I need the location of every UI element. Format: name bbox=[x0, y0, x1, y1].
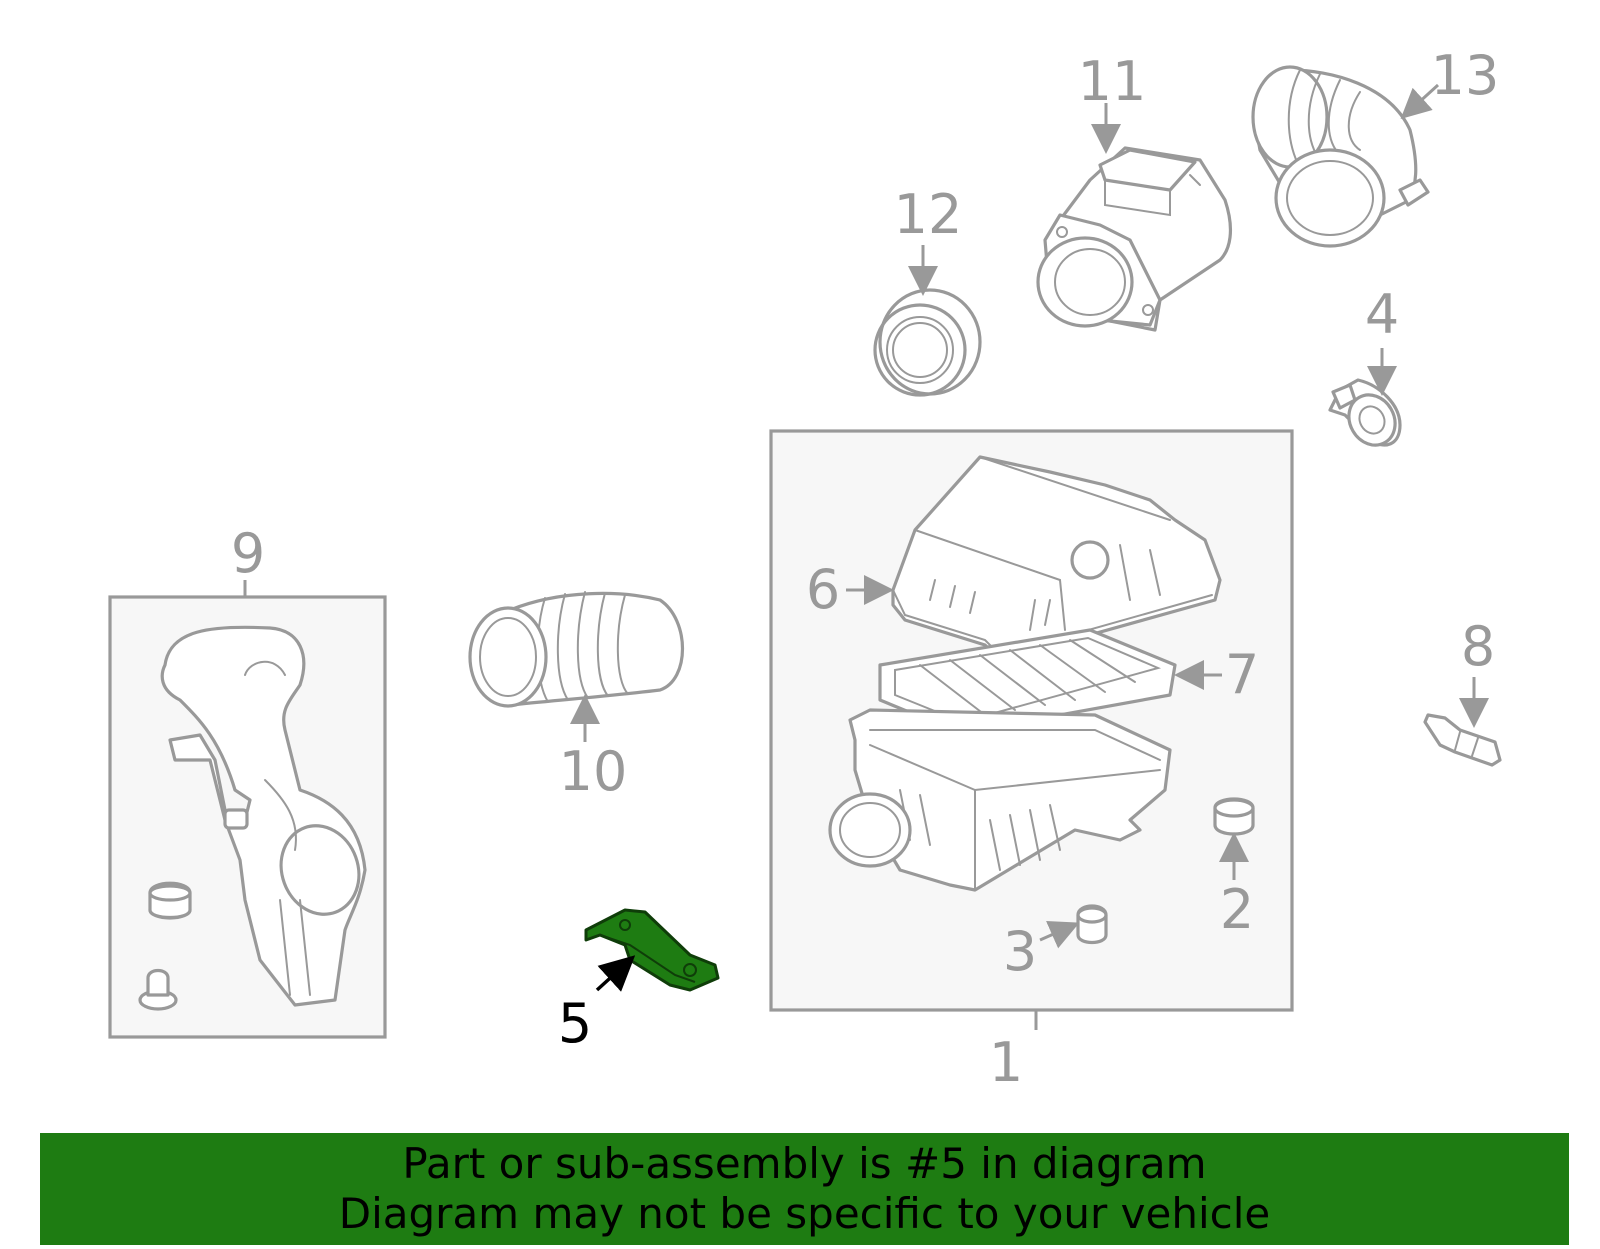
intake-duct-illustration bbox=[160, 625, 367, 1007]
footer-banner: Part or sub-assembly is #5 in diagram Di… bbox=[40, 1133, 1569, 1245]
part-10-hose[interactable] bbox=[468, 591, 685, 708]
clip-illustration bbox=[148, 881, 192, 920]
callout-3: 3 bbox=[1003, 920, 1037, 983]
callout-5: 5 bbox=[558, 992, 592, 1055]
footer-line-2: Diagram may not be specific to your vehi… bbox=[338, 1189, 1271, 1238]
callout-4: 4 bbox=[1365, 283, 1399, 346]
callout-11: 11 bbox=[1078, 50, 1147, 113]
part-3-bolt bbox=[1076, 904, 1108, 945]
callout-2: 2 bbox=[1220, 878, 1254, 941]
callout-13: 13 bbox=[1431, 44, 1500, 107]
footer-line-1: Part or sub-assembly is #5 in diagram bbox=[402, 1139, 1207, 1188]
part-7-filter bbox=[878, 628, 1177, 735]
part-11-airflow-meter[interactable] bbox=[1036, 146, 1232, 332]
part-4-clamp[interactable] bbox=[1328, 378, 1404, 454]
case-illustration bbox=[828, 708, 1172, 892]
callout-6: 6 bbox=[806, 558, 840, 621]
callout-10: 10 bbox=[559, 740, 628, 803]
part-2-grommet bbox=[1213, 797, 1255, 836]
callout-8: 8 bbox=[1461, 615, 1495, 678]
callout-7: 7 bbox=[1225, 643, 1259, 706]
callout-12: 12 bbox=[894, 183, 963, 246]
callout-9: 9 bbox=[231, 522, 265, 585]
part-9-group[interactable] bbox=[108, 595, 387, 1039]
part-12-seal[interactable] bbox=[873, 288, 982, 397]
part-8-sensor[interactable] bbox=[1423, 713, 1502, 767]
part-1-group[interactable] bbox=[769, 429, 1294, 1012]
bolt-illustration bbox=[138, 968, 178, 1011]
part-13-boot[interactable] bbox=[1251, 65, 1430, 248]
callout-1: 1 bbox=[989, 1031, 1023, 1094]
part-5-bracket-highlighted[interactable] bbox=[584, 908, 720, 992]
